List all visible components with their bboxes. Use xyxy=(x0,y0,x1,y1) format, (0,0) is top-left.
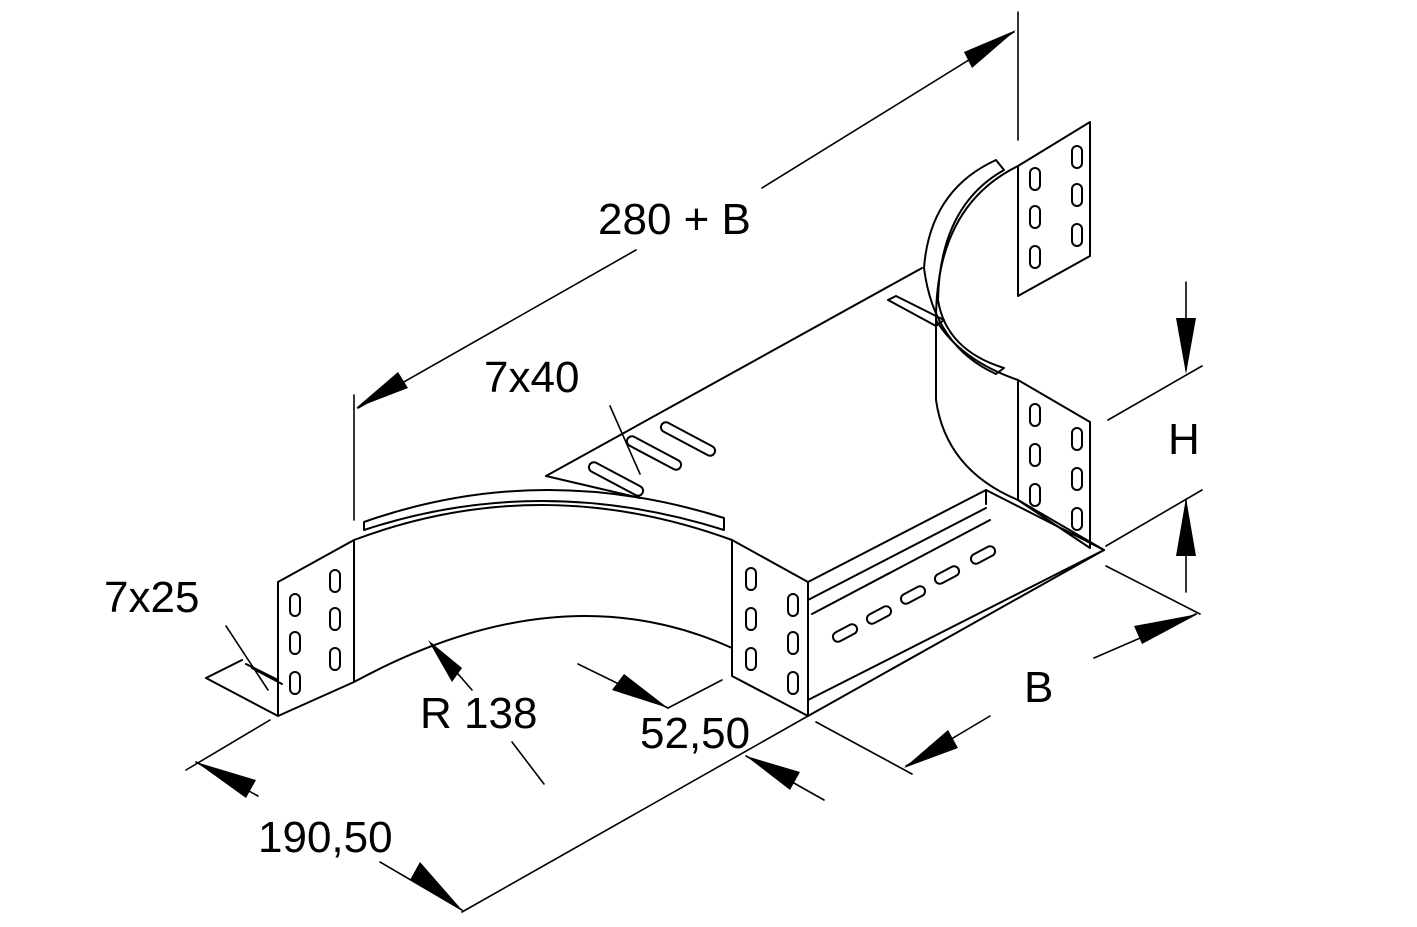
right-top-flange xyxy=(1017,121,1091,297)
label-radius: R 138 xyxy=(420,689,537,738)
leader-lines xyxy=(225,405,641,785)
slots-right-top-flange xyxy=(1029,145,1083,269)
dimension-width xyxy=(815,565,1201,775)
dimension-offset xyxy=(577,663,825,801)
label-offset: 52,50 xyxy=(640,709,750,758)
label-width: B xyxy=(1024,663,1053,712)
label-height: H xyxy=(1168,415,1200,464)
slots-back-wall xyxy=(587,421,717,497)
dimension-height xyxy=(1105,281,1203,593)
slots-right-lower-flange xyxy=(1029,403,1083,531)
slots-middle-plate xyxy=(745,567,799,695)
label-base-length: 190,50 xyxy=(258,813,393,862)
right-curved-upright xyxy=(935,165,1019,501)
dimension-base-length xyxy=(185,715,809,913)
label-overall-length: 280 + B xyxy=(598,195,751,244)
tray-body xyxy=(205,121,1105,717)
label-slot-top: 7x40 xyxy=(484,353,579,402)
right-lower-flange xyxy=(1017,379,1091,549)
curved-side-panel xyxy=(353,504,733,683)
slots-floor xyxy=(831,545,997,643)
straight-section xyxy=(807,489,1105,717)
label-slot-side: 7x25 xyxy=(104,573,199,622)
dimension-overall-length xyxy=(353,11,1019,521)
slots-left-plate xyxy=(289,569,341,695)
curved-top-rim xyxy=(363,489,725,531)
